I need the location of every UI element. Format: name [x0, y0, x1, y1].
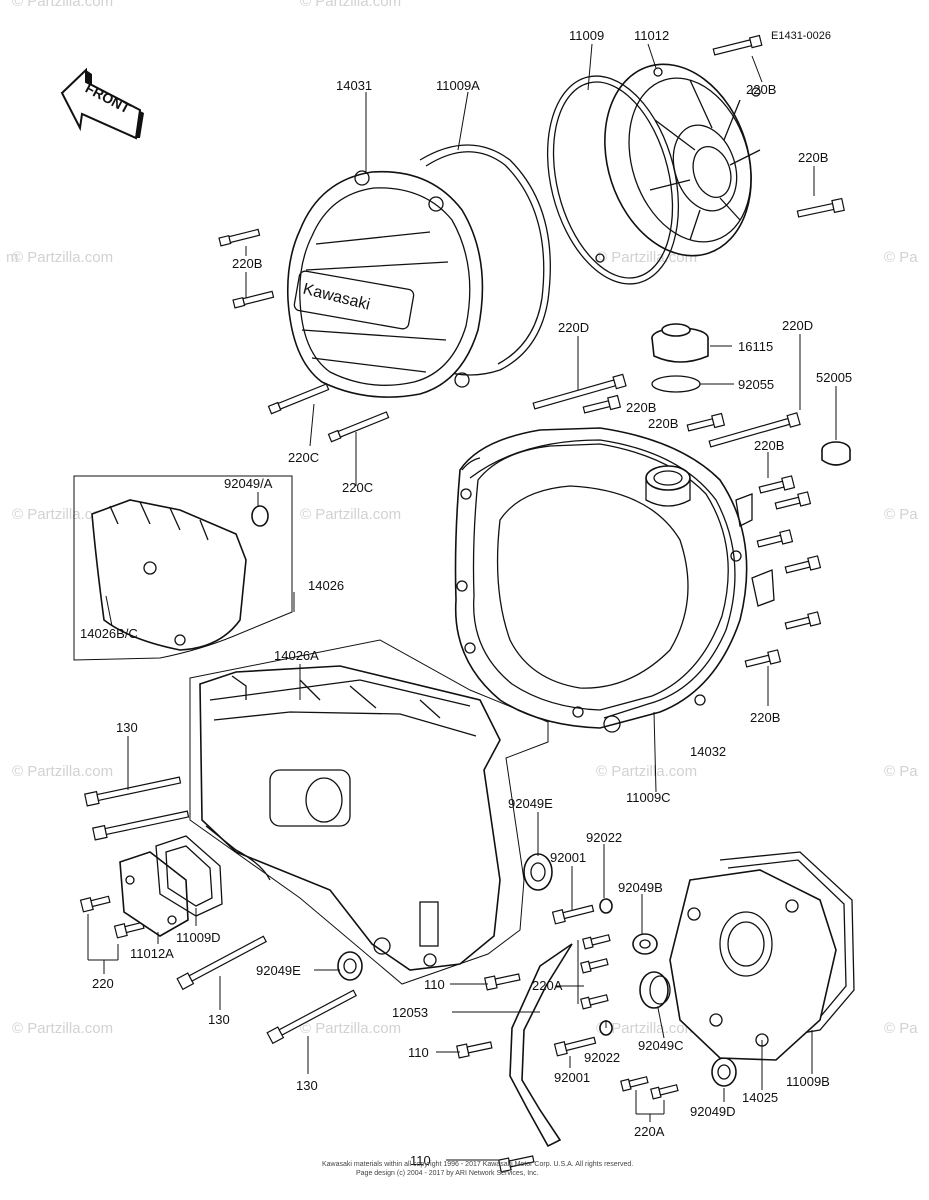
svg-text:© Pa: © Pa: [884, 506, 918, 523]
label-220d-right: 220D: [782, 318, 813, 333]
label-92049e-bot: 92049E: [256, 963, 301, 978]
label-110-c: 110: [410, 1153, 431, 1168]
svg-text:© Partzilla.com: © Partzilla.com: [596, 763, 697, 780]
label-14026bc: 14026B/C: [80, 626, 138, 641]
gasket-11009d: [155, 835, 223, 917]
washer-92022-top: [599, 898, 613, 914]
label-11012: 11012: [634, 28, 669, 43]
svg-text:© Partzilla.com: © Partzilla.com: [300, 0, 401, 10]
label-11009d: 11009D: [176, 930, 221, 945]
label-92049e-top: 92049E: [508, 796, 553, 811]
cover-14026a: [199, 665, 501, 971]
bolts: [79, 34, 845, 1173]
callout-labels: 11009 11012 220B 14031 11009A 220B 220B …: [80, 28, 852, 1168]
svg-text:© Partzilla.com: © Partzilla.com: [300, 1020, 401, 1037]
label-92055: 92055: [738, 377, 774, 392]
label-220a-top: 220A: [532, 978, 563, 993]
label-220b-c2: 220B: [648, 416, 678, 431]
label-220b-c1: 220B: [626, 400, 656, 415]
label-130-top: 130: [116, 720, 138, 735]
label-92049c: 92049C: [638, 1038, 684, 1053]
label-92001-bot: 92001: [554, 1070, 590, 1085]
label-220c-1: 220C: [288, 450, 319, 465]
o-ring-92055: [651, 375, 701, 393]
outer-cover-11012: [595, 63, 761, 263]
svg-text:© Partzilla.com: © Partzilla.com: [12, 1020, 113, 1037]
seal-92049d: [711, 1057, 737, 1087]
label-92049b: 92049B: [618, 880, 663, 895]
clutch-cover-14032: [454, 427, 748, 733]
label-11009c: 11009C: [626, 790, 671, 805]
guide-12053: [509, 943, 573, 1148]
label-130-mid: 130: [208, 1012, 230, 1027]
label-220a-bot: 220A: [634, 1124, 665, 1139]
leader-lines: [87, 43, 837, 1161]
svg-text:© Pa: © Pa: [884, 763, 918, 780]
label-92022-top: 92022: [586, 830, 622, 845]
label-14026: 14026: [308, 578, 344, 593]
cover-11012a: [119, 851, 189, 937]
seal-92049c: [639, 971, 671, 1009]
gasket-11009a: [419, 144, 551, 376]
label-110-a: 110: [424, 977, 445, 992]
label-220b-top: 220B: [746, 82, 776, 97]
footer-copyright: Kawasaki materials within all copyright …: [322, 1161, 633, 1168]
label-11012a: 11012A: [130, 946, 174, 961]
label-14025: 14025: [742, 1090, 778, 1105]
label-220c-2: 220C: [342, 480, 373, 495]
label-220: 220: [92, 976, 114, 991]
label-220b-bottom: 220B: [750, 710, 780, 725]
plug-52005: [821, 441, 851, 466]
svg-text:© Pa: © Pa: [884, 249, 918, 266]
front-arrow-icon: FRONT: [60, 67, 144, 140]
svg-text:© Partzilla.com: © Partzilla.com: [12, 249, 113, 266]
label-110-b: 110: [408, 1045, 429, 1060]
label-92001-top: 92001: [550, 850, 586, 865]
gasket-11009c: [469, 439, 736, 719]
label-12053: 12053: [392, 1005, 428, 1020]
seal-92049b: [632, 933, 658, 955]
label-92049d: 92049D: [690, 1104, 736, 1119]
bearing-92049e-top: [523, 853, 553, 891]
seal-92049e-bot: [337, 951, 363, 981]
cover-14025: [669, 869, 837, 1061]
label-220b-right: 220B: [798, 150, 828, 165]
svg-text:© Partzilla.com: © Partzilla.com: [300, 506, 401, 523]
engine-cover-14031: Kawasaki: [286, 170, 484, 398]
label-11009b: 11009B: [786, 1074, 830, 1089]
svg-text:m: m: [6, 249, 19, 266]
label-220b-c3: 220B: [754, 438, 784, 453]
svg-text:© Pa: © Pa: [884, 1020, 918, 1037]
label-14026a: 14026A: [274, 648, 319, 663]
svg-text:© Partzilla.com: © Partzilla.com: [596, 249, 697, 266]
svg-text:© Partzilla.com: © Partzilla.com: [12, 763, 113, 780]
label-14032: 14032: [690, 744, 726, 759]
ref-code: E1431-0026: [771, 30, 831, 42]
oil-filler-cap-16115: [651, 323, 709, 363]
label-11009a: 11009A: [436, 78, 480, 93]
label-16115: 16115: [738, 339, 773, 354]
footer-page-design: Page design (c) 2004 - 2017 by ARI Netwo…: [356, 1170, 539, 1177]
svg-text:© Partzilla.com: © Partzilla.com: [12, 506, 113, 523]
label-11009: 11009: [569, 28, 604, 43]
svg-text:© Partzilla.com: © Partzilla.com: [596, 1020, 697, 1037]
inset-14026bc: [73, 475, 293, 661]
label-220b-left: 220B: [232, 256, 262, 271]
label-92049a: 92049/A: [224, 476, 273, 491]
label-92022-bot: 92022: [584, 1050, 620, 1065]
label-14031: 14031: [336, 78, 372, 93]
label-52005: 52005: [816, 370, 852, 385]
label-220d-mid: 220D: [558, 320, 589, 335]
outline-14026: [189, 639, 549, 985]
label-130-bot: 130: [296, 1078, 318, 1093]
svg-text:© Partzilla.com: © Partzilla.com: [12, 0, 113, 10]
